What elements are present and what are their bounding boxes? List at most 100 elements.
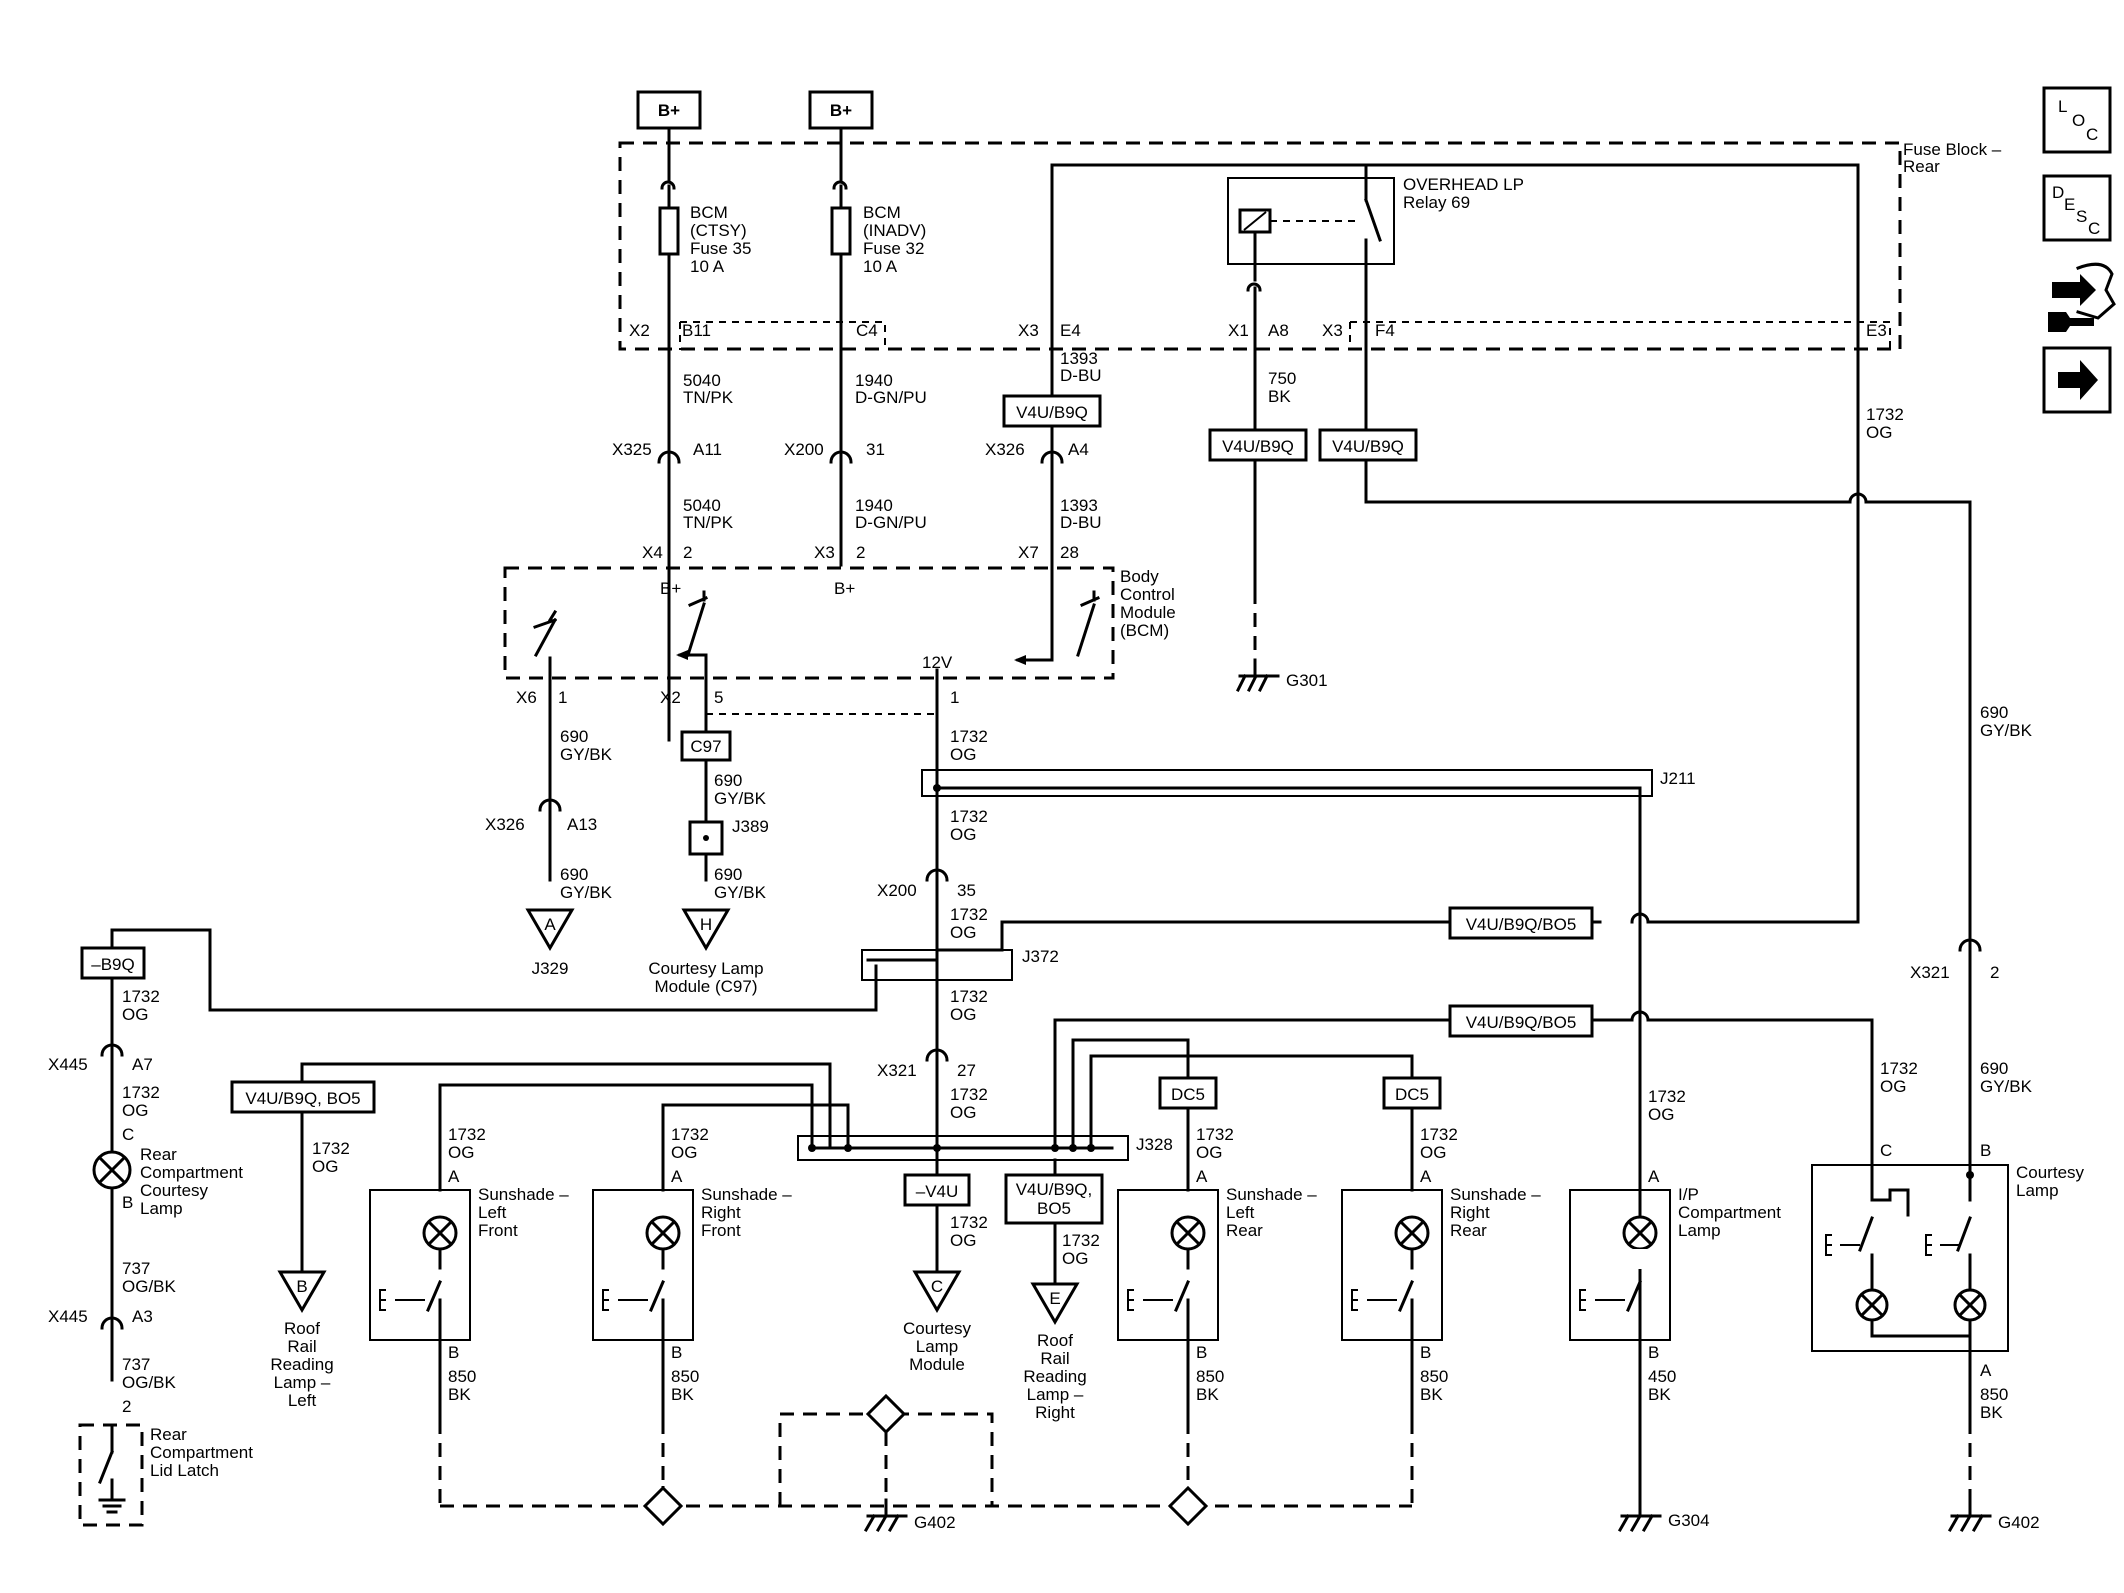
connector-tool-icon[interactable] — [2048, 262, 2116, 332]
svg-text:Compartment: Compartment — [150, 1443, 253, 1462]
connector-strip — [679, 321, 1891, 350]
svg-text:Rail: Rail — [287, 1337, 316, 1356]
svg-text:Reading: Reading — [1023, 1367, 1086, 1386]
option-b9q: –B9Q — [80, 946, 146, 980]
svg-text:A7: A7 — [132, 1055, 153, 1074]
svg-text:Lamp: Lamp — [2016, 1181, 2059, 1200]
svg-text:12V: 12V — [922, 653, 953, 672]
svg-text:B: B — [122, 1193, 133, 1212]
svg-text:Sunshade –: Sunshade – — [1226, 1185, 1317, 1204]
svg-text:Sunshade –: Sunshade – — [701, 1185, 792, 1204]
svg-text:A: A — [1420, 1167, 1432, 1186]
svg-text:10 A: 10 A — [690, 257, 725, 276]
svg-text:X321: X321 — [1910, 963, 1950, 982]
svg-text:B: B — [1648, 1343, 1659, 1362]
splice-diamond-2 — [1167, 1485, 1209, 1527]
svg-text:Fuse 35: Fuse 35 — [690, 239, 751, 258]
svg-text:Front: Front — [701, 1221, 741, 1240]
svg-text:2: 2 — [1990, 963, 1999, 982]
svg-text:Roof: Roof — [284, 1319, 320, 1338]
svg-text:OG: OG — [1880, 1077, 1906, 1096]
svg-text:X200: X200 — [784, 440, 824, 459]
wire-e4-feed — [1050, 163, 1368, 342]
fuse-32: BCM (INADV) Fuse 32 10 A — [830, 126, 926, 567]
svg-text:C: C — [2086, 125, 2098, 144]
svg-text:G402: G402 — [914, 1513, 956, 1532]
svg-text:1940: 1940 — [855, 496, 893, 515]
svg-text:OG: OG — [950, 745, 976, 764]
inline-connector-x200-top: X200 31 — [784, 440, 885, 480]
svg-text:Rear: Rear — [140, 1145, 177, 1164]
svg-text:BK: BK — [1420, 1385, 1443, 1404]
svg-text:2: 2 — [122, 1397, 131, 1416]
svg-text:Courtesy: Courtesy — [903, 1319, 972, 1338]
svg-text:35: 35 — [957, 881, 976, 900]
svg-text:OG: OG — [950, 1231, 976, 1250]
ref-e: E Roof Rail Reading Lamp – Right — [1023, 1282, 1087, 1422]
ref-a: A J329 — [525, 908, 575, 978]
svg-text:B: B — [448, 1343, 459, 1362]
svg-text:S: S — [2076, 207, 2087, 226]
svg-text:X445: X445 — [48, 1055, 88, 1074]
option-v4ub9q-bo5-left: V4U/B9Q, BO5 — [230, 1080, 376, 1114]
svg-text:V4U/B9Q/BO5: V4U/B9Q/BO5 — [1466, 915, 1577, 934]
svg-text:OG/BK: OG/BK — [122, 1373, 177, 1392]
svg-text:I/P: I/P — [1678, 1185, 1699, 1204]
svg-text:31: 31 — [866, 440, 885, 459]
splice-j328: J328 — [797, 1135, 1173, 1161]
svg-text:690: 690 — [1980, 1059, 2008, 1078]
svg-text:DC5: DC5 — [1171, 1085, 1205, 1104]
svg-text:BCM: BCM — [863, 203, 901, 222]
svg-text:Lamp: Lamp — [916, 1337, 959, 1356]
ground-g304: G304 — [1617, 1498, 1710, 1533]
svg-text:C: C — [2088, 219, 2100, 238]
svg-text:J372: J372 — [1022, 947, 1059, 966]
svg-text:A: A — [1196, 1167, 1208, 1186]
svg-text:850: 850 — [448, 1367, 476, 1386]
svg-text:450: 450 — [1648, 1367, 1676, 1386]
svg-text:B: B — [1980, 1141, 1991, 1160]
option-c97: C97 — [680, 730, 732, 762]
svg-text:D-BU: D-BU — [1060, 513, 1102, 532]
svg-text:J328: J328 — [1136, 1135, 1173, 1154]
svg-text:850: 850 — [1196, 1367, 1224, 1386]
overhead-lp-relay: OVERHEAD LP Relay 69 — [1227, 175, 1524, 312]
svg-text:1732: 1732 — [122, 1083, 160, 1102]
svg-text:Module: Module — [1120, 603, 1176, 622]
svg-text:OG: OG — [1866, 423, 1892, 442]
svg-text:G301: G301 — [1286, 671, 1328, 690]
svg-text:1732: 1732 — [448, 1125, 486, 1144]
ground-g402-left: G402 — [863, 1498, 956, 1533]
wire-e3-feed — [1364, 163, 1860, 492]
svg-text:1732: 1732 — [671, 1125, 709, 1144]
svg-text:X3: X3 — [1018, 321, 1039, 340]
svg-text:F4: F4 — [1375, 321, 1395, 340]
desc-button[interactable]: D E S C — [2042, 174, 2112, 242]
svg-text:A: A — [671, 1167, 683, 1186]
svg-text:E: E — [1049, 1289, 1060, 1308]
svg-text:C4: C4 — [856, 321, 878, 340]
svg-text:1940: 1940 — [855, 371, 893, 390]
arrow-right-icon[interactable] — [2042, 346, 2112, 414]
svg-text:A: A — [1648, 1167, 1660, 1186]
svg-text:1732: 1732 — [950, 1085, 988, 1104]
fuse-block-pins: X2 B11 C4 X3 E4 X1 A8 X3 F4 E3 — [629, 321, 1887, 340]
loc-button[interactable]: L O C — [2042, 86, 2112, 154]
svg-text:2: 2 — [856, 543, 865, 562]
svg-text:690: 690 — [714, 865, 742, 884]
svg-text:(CTSY): (CTSY) — [690, 221, 747, 240]
svg-text:OG/BK: OG/BK — [122, 1277, 177, 1296]
svg-text:5: 5 — [714, 688, 723, 707]
svg-text:GY/BK: GY/BK — [1980, 1077, 2033, 1096]
svg-text:D-GN/PU: D-GN/PU — [855, 513, 927, 532]
fuse-block-label: Fuse Block – — [1903, 140, 2002, 159]
svg-text:10 A: 10 A — [863, 257, 898, 276]
svg-text:750: 750 — [1268, 369, 1296, 388]
svg-text:X3: X3 — [1322, 321, 1343, 340]
svg-text:D-GN/PU: D-GN/PU — [855, 388, 927, 407]
svg-text:Rear: Rear — [1450, 1221, 1487, 1240]
svg-text:Lamp: Lamp — [140, 1199, 183, 1218]
